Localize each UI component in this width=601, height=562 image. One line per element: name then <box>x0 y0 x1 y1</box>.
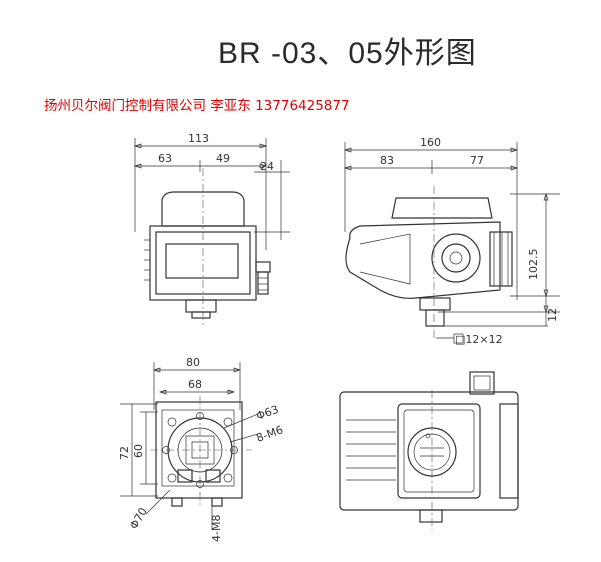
bottom-view: 80 68 72 60 Φ63 8 <box>118 356 285 542</box>
dim-bottom-inner: 68 <box>188 378 202 391</box>
dim-bottom-width: 80 <box>186 356 200 369</box>
label-bolt-m8: 4-M8 <box>210 515 223 542</box>
company-contact-line: 扬州贝尔阀门控制有限公司 李亚东 13776425877 <box>44 98 350 114</box>
dim-front-width: 113 <box>188 132 209 145</box>
dim-side-small: 12 <box>546 308 559 322</box>
front-view: 113 63 49 24 <box>133 132 290 326</box>
dim-side-height: 102.5 <box>527 249 540 281</box>
side-view: 160 83 77 102.5 12 □12×12 <box>343 136 560 346</box>
dim-side-right: 77 <box>470 154 484 167</box>
dim-bottom-inner-h: 60 <box>132 444 145 458</box>
label-pcd-63: Φ63 <box>255 403 281 423</box>
dim-side-width: 160 <box>420 136 441 149</box>
drawing-title: BR -03、05外形图 <box>218 37 477 70</box>
dim-shaft: □12×12 <box>455 333 503 346</box>
dim-side-left: 83 <box>380 154 394 167</box>
dim-bottom-height: 72 <box>118 446 131 460</box>
dim-front-left: 63 <box>158 152 172 165</box>
label-bolt-m6: 8-M6 <box>255 423 285 445</box>
label-pcd-70: Φ70 <box>127 505 150 531</box>
top-view <box>339 371 519 530</box>
dim-front-right: 49 <box>216 152 230 165</box>
dim-front-offset: 24 <box>260 160 274 173</box>
